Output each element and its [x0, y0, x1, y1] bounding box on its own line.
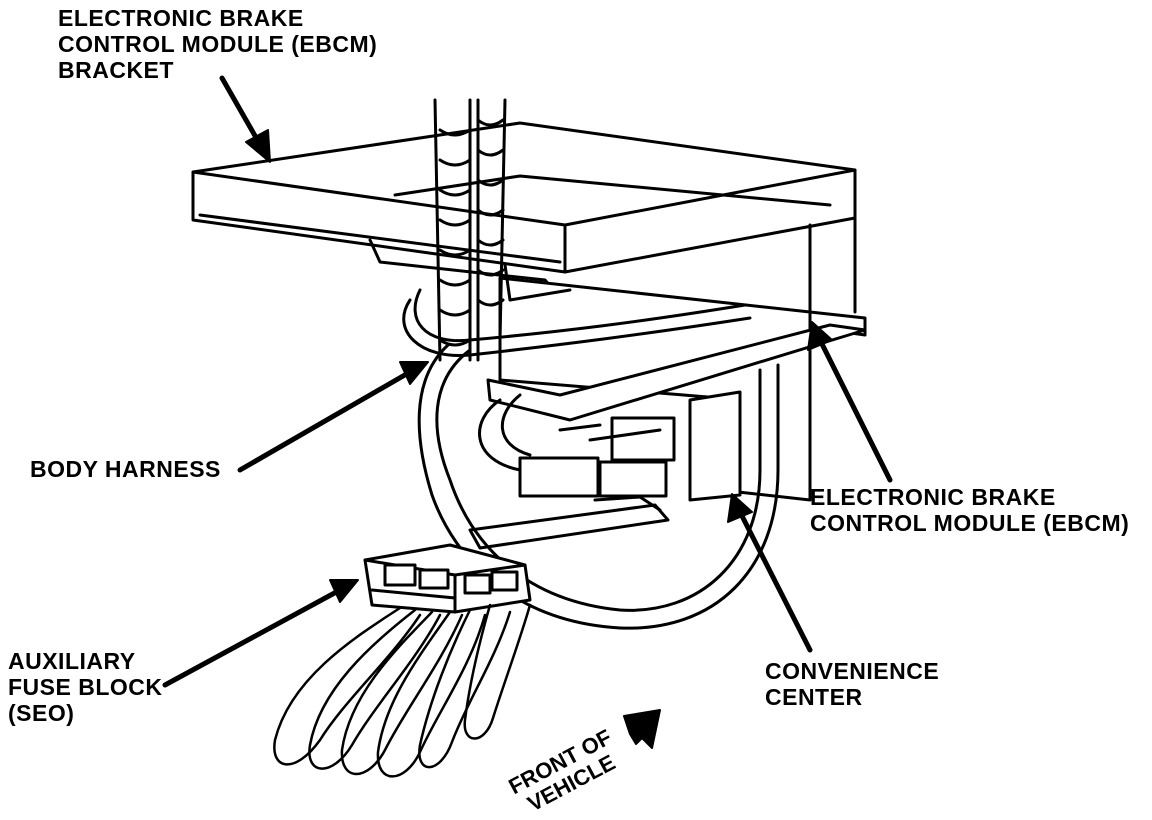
ebcm-drawing — [486, 263, 867, 502]
aux-fuse-block-drawing — [363, 543, 532, 614]
wire-loops-drawing — [273, 603, 532, 778]
callout-arrow-icon — [162, 75, 893, 688]
ebcm-bracket-label: ELECTRONIC BRAKE CONTROL MODULE (EBCM) B… — [58, 5, 378, 83]
ebcm-bracket-drawing — [191, 121, 867, 337]
body-harness-label: BODY HARNESS — [30, 456, 221, 482]
aux-fuse-block-label: AUXILIARY FUSE BLOCK (SEO) — [8, 648, 163, 726]
ebcm-label: ELECTRONIC BRAKE CONTROL MODULE (EBCM) — [810, 484, 1130, 536]
convenience-center-label: CONVENIENCE CENTER — [765, 658, 940, 710]
convenience-center-drawing — [468, 495, 670, 550]
front-direction-arrow-icon — [623, 709, 661, 749]
